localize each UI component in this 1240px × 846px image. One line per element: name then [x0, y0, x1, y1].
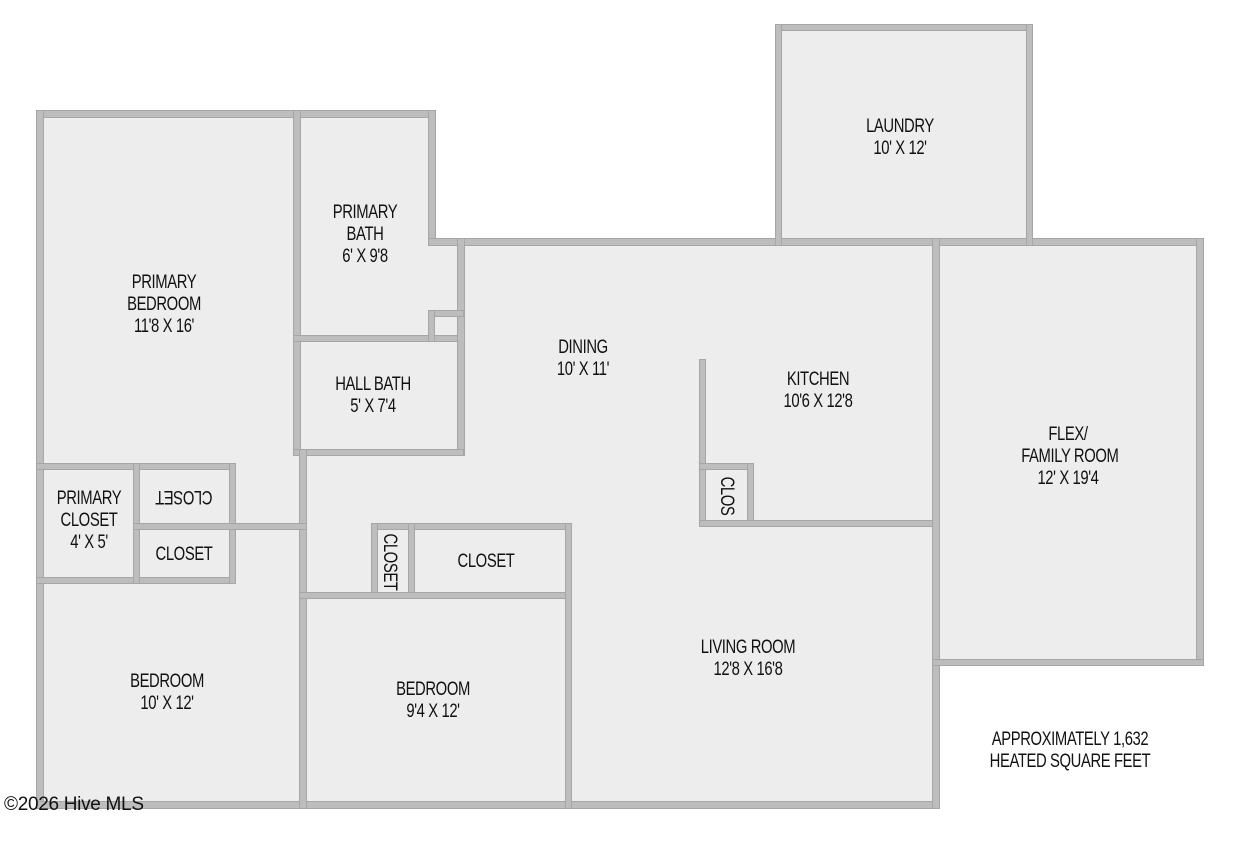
- floor-main-left: [36, 110, 436, 809]
- room-label-closet-vertical: CLOSET: [379, 533, 400, 591]
- wall: [699, 463, 753, 470]
- wall: [1026, 24, 1033, 246]
- wall: [371, 523, 378, 599]
- room-label-flex-family-room: FLEX/ FAMILY ROOM 12' X 19'4: [1021, 424, 1119, 489]
- floor-flex: [932, 238, 1204, 666]
- wall: [36, 110, 436, 118]
- room-label-bedroom-left: BEDROOM 10' X 12': [130, 671, 204, 714]
- room-label-kitchen: KITCHEN 10'6 X 12'8: [783, 369, 853, 412]
- wall: [371, 523, 572, 530]
- wall: [775, 24, 782, 246]
- wall: [932, 659, 1204, 666]
- wall: [565, 523, 572, 809]
- copyright-watermark: ©2026 Hive MLS: [4, 794, 144, 815]
- wall: [293, 110, 301, 456]
- room-label-laundry: LAUNDRY 10' X 12': [866, 116, 934, 159]
- wall: [747, 463, 754, 527]
- room-label-kitchen-closet: CLOS: [716, 476, 737, 516]
- wall: [932, 238, 940, 809]
- floor-laundry: [775, 24, 1033, 246]
- room-label-primary-closet: PRIMARY CLOSET 4' X 5': [56, 488, 122, 553]
- wall: [699, 359, 706, 527]
- area-note: APPROXIMATELY 1,632 HEATED SQUARE FEET: [989, 729, 1151, 772]
- wall: [428, 238, 1204, 246]
- room-label-closet-center: CLOSET: [457, 551, 515, 572]
- room-label-closet-upper-left: CLOSET: [155, 486, 213, 507]
- wall: [293, 335, 464, 342]
- room-label-primary-bath: PRIMARY BATH 6' X 9'8: [332, 202, 398, 267]
- wall: [775, 24, 1033, 31]
- wall: [457, 238, 465, 456]
- room-label-bedroom-center: BEDROOM 9'4 X 12': [396, 679, 470, 722]
- wall: [699, 520, 940, 527]
- wall: [428, 310, 464, 317]
- wall: [408, 523, 415, 599]
- room-label-primary-bedroom: PRIMARY BEDROOM 11'8 X 16': [127, 272, 201, 337]
- wall: [428, 110, 436, 246]
- wall: [133, 523, 307, 530]
- wall: [428, 310, 435, 342]
- wall: [293, 449, 464, 456]
- wall: [36, 110, 44, 809]
- wall: [36, 801, 940, 809]
- room-label-hall-bath: HALL BATH 5' X 7'4: [335, 374, 411, 417]
- room-label-closet-lower-left: CLOSET: [155, 544, 213, 565]
- wall: [299, 592, 572, 599]
- room-label-living-room: LIVING ROOM 12'8 X 16'8: [700, 637, 796, 680]
- wall: [299, 449, 307, 809]
- room-label-dining: DINING 10' X 11': [556, 337, 610, 380]
- wall: [1196, 238, 1204, 666]
